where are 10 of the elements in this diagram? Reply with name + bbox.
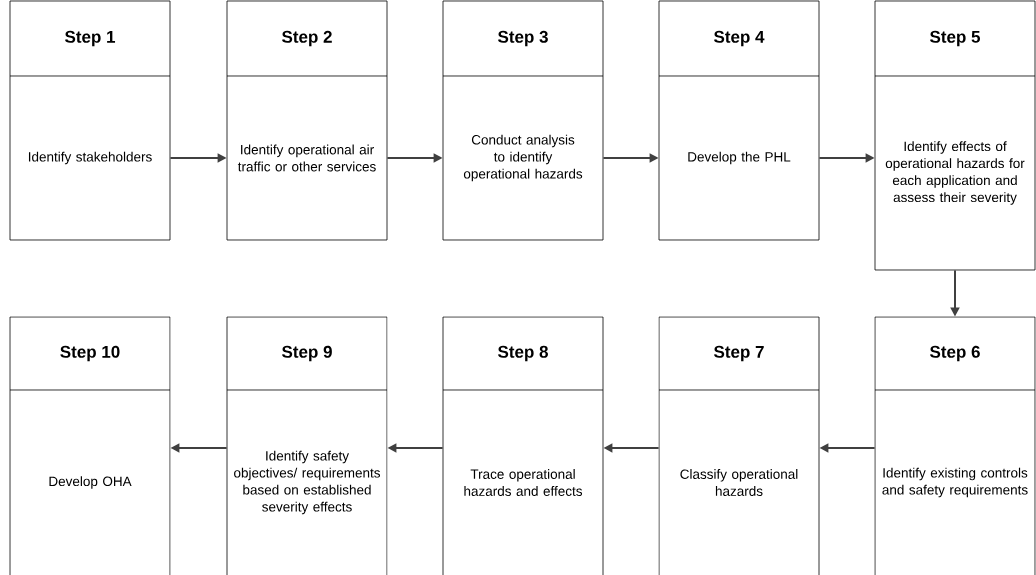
step-box: Step 6 Identify existing controls and safety requirements <box>874 316 1036 575</box>
step-box: Step 3 Conduct analysis to identify operational hazards <box>442 0 604 241</box>
step-box: Step 8 Trace operational hazards and effects <box>442 316 604 575</box>
step-box: Step 4 Develop the PHL <box>658 0 820 241</box>
step-box: Step 10 Develop OHA <box>9 316 171 575</box>
step-box: Step 5 Identify effects of operational hazards for each application and assess their severity <box>874 0 1036 271</box>
step-box: Step 9 Identify safety objectives/ requirements based on established severity effects <box>226 316 388 575</box>
step-box: Step 2 Identify operational air traffic or other services <box>226 0 388 241</box>
step-box: Step 1 Identify stakeholders <box>9 0 171 241</box>
step-box: Step 7 Classify operational hazards <box>658 316 820 575</box>
